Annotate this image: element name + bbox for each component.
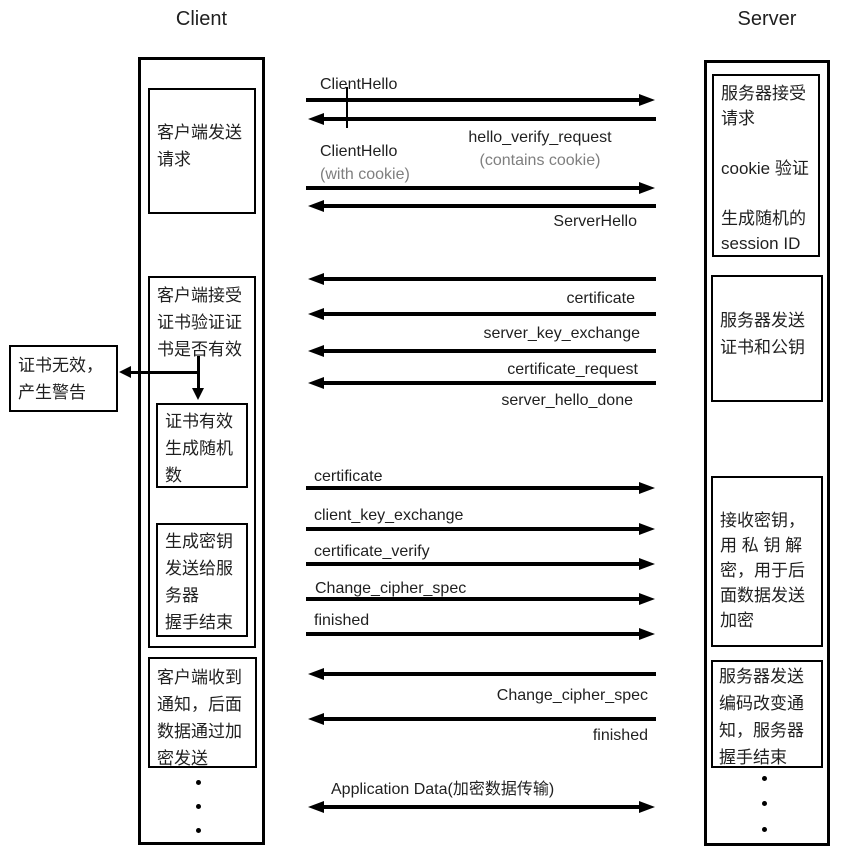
cert-invalid-branch-line bbox=[130, 371, 199, 374]
arrow-change-cipher-spec-server bbox=[323, 672, 656, 676]
arrow-client-key-exchange bbox=[306, 527, 640, 531]
arrow-change-cipher-spec-client bbox=[306, 597, 640, 601]
ellipsis-dot bbox=[196, 780, 201, 785]
ellipsis-dot bbox=[196, 828, 201, 833]
label-finished-client: finished bbox=[314, 612, 370, 629]
label-certificate-client: certificate bbox=[314, 468, 383, 485]
arrow-certificate-client bbox=[306, 486, 640, 490]
server-send-cert-box bbox=[711, 275, 823, 402]
cert-invalid-branch-arrowhead bbox=[119, 366, 131, 378]
server-title: Server bbox=[737, 8, 797, 30]
ellipsis-dot bbox=[762, 776, 767, 781]
label-with-cookie: (with cookie) bbox=[320, 166, 410, 183]
arrow-certificate-verify bbox=[306, 562, 640, 566]
client-notified-text: 客户端收到 通知，后面 数据通过加 密发送 bbox=[157, 668, 242, 768]
label-certificate-verify: certificate_verify bbox=[314, 543, 430, 560]
label-change-cipher-spec-server: Change_cipher_spec bbox=[496, 687, 648, 704]
client-keygen-text: 生成密钥 发送给服 务器 握手结束 bbox=[165, 532, 233, 632]
server-accept-box bbox=[712, 74, 820, 257]
ellipsis-dot bbox=[762, 827, 767, 832]
server-change-notice-text: 服务器发送 编码改变通 知，服务器 握手结束 bbox=[719, 667, 804, 767]
cert-valid-box bbox=[156, 403, 248, 488]
label-finished-server: finished bbox=[592, 727, 648, 744]
client-keygen-box bbox=[156, 523, 248, 637]
client-verify-cert-text: 客户端接受 证书验证证 书是否有效 bbox=[157, 286, 242, 359]
arrow-certificate-request bbox=[323, 349, 656, 353]
label-contains-cookie: (contains cookie) bbox=[479, 152, 601, 169]
label-application-data: Application Data(加密数据传输) bbox=[331, 781, 555, 798]
server-receive-key-box bbox=[711, 476, 823, 647]
client-notified-box bbox=[148, 657, 257, 768]
label-client-key-exchange: client_key_exchange bbox=[314, 507, 464, 524]
cert-invalid-warning-box bbox=[9, 345, 118, 412]
server-accept-text: 服务器接受 请求 cookie 验证 生成随机的 session ID bbox=[721, 84, 809, 253]
label-clienthello-2: ClientHello bbox=[320, 143, 398, 160]
label-serverhello: ServerHello bbox=[553, 213, 637, 230]
client-send-request-text: 客户端发送 请求 bbox=[157, 123, 242, 169]
cert-check-down-arrowhead bbox=[192, 388, 204, 400]
label-server-hello-done: server_hello_done bbox=[501, 392, 633, 409]
ellipsis-dot bbox=[762, 801, 767, 806]
arrow-server-hello-done bbox=[323, 381, 656, 385]
label-change-cipher-spec-client: Change_cipher_spec bbox=[315, 580, 467, 597]
arrow-clienthello bbox=[306, 98, 640, 102]
arrow-server-key-exchange bbox=[323, 312, 656, 316]
arrow-certificate-server bbox=[323, 277, 656, 281]
label-certificate-server: certificate bbox=[566, 290, 635, 307]
clienthello-tick-line bbox=[346, 87, 348, 128]
arrow-hello-verify-request bbox=[323, 117, 656, 121]
client-title: Client bbox=[175, 8, 228, 30]
label-clienthello: ClientHello bbox=[320, 76, 398, 93]
server-change-notice-box bbox=[711, 660, 823, 768]
arrow-finished-client bbox=[306, 632, 640, 636]
label-hello-verify-request: hello_verify_request bbox=[468, 129, 612, 146]
arrow-serverhello bbox=[323, 204, 656, 208]
label-server-key-exchange: server_key_exchange bbox=[483, 325, 640, 342]
arrow-clienthello-with-cookie bbox=[306, 186, 640, 190]
client-send-request-box bbox=[148, 88, 256, 214]
server-receive-key-text: 接收密钥， 用 私 钥 解 密，用于后 面数据发送 加密 bbox=[720, 511, 805, 630]
cert-invalid-warning-text: 证书无效， 产生警告 bbox=[18, 356, 103, 402]
arrow-finished-server bbox=[323, 717, 656, 721]
ellipsis-dot bbox=[196, 804, 201, 809]
arrow-application-data bbox=[323, 805, 640, 809]
cert-valid-text: 证书有效 生成随机 数 bbox=[165, 412, 233, 485]
server-send-cert-text: 服务器发送 证书和公钥 bbox=[720, 311, 805, 357]
label-certificate-request: certificate_request bbox=[507, 361, 638, 378]
